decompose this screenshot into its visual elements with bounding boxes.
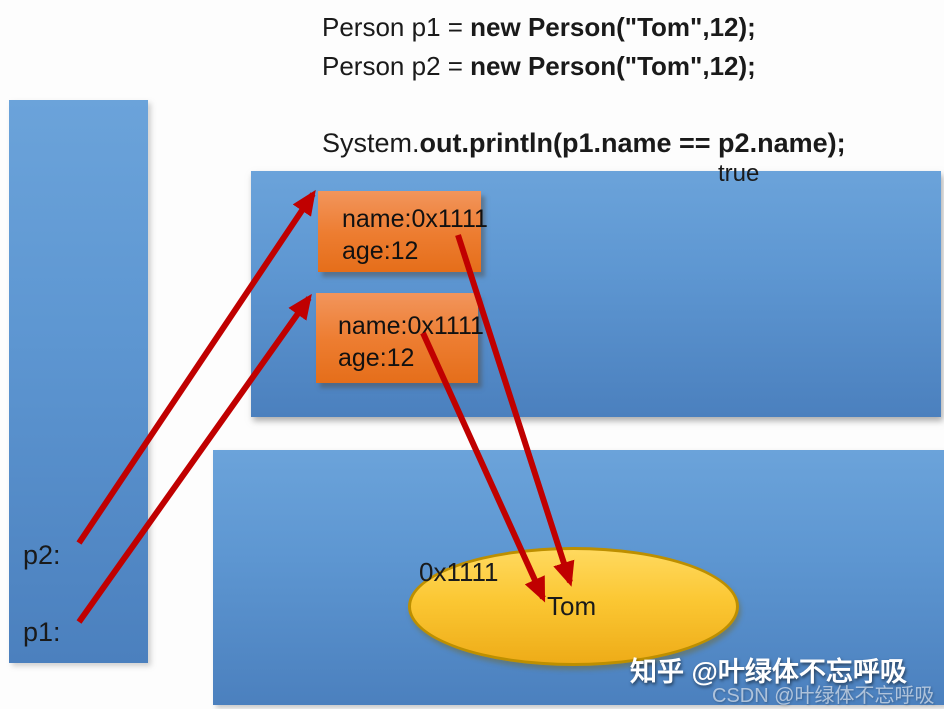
stack-label-p2: p2: [23,540,61,570]
code-line-3: System.out.println(p1.name == p2.name); [322,124,846,163]
person-object-2-name-field: name:0x1111 [338,312,484,340]
person-object-1: name:0x1111 age:12 [318,191,488,272]
person-object-2: name:0x1111 age:12 [316,293,484,383]
code-line-2: Person p2 = new Person("Tom",12); [322,47,756,86]
watermark-csdn: CSDN @叶绿体不忘呼吸 [712,685,935,707]
stack-rect [9,100,148,663]
println-result: true [718,160,760,187]
code-line-3-normal: System. [322,128,420,158]
watermark-zhihu: 知乎 @叶绿体不忘呼吸 [630,657,907,687]
code-line-2-normal: Person p2 = [322,51,471,81]
code-line-1-normal: Person p1 = [322,12,471,42]
code-line-1-bold: new Person("Tom",12); [470,12,756,42]
string-value-label: Tom [547,591,597,621]
person-object-1-age-field: age:12 [342,237,419,265]
code-line-1: Person p1 = new Person("Tom",12); [322,8,756,47]
code-line-2-bold: new Person("Tom",12); [470,51,756,81]
person-object-2-age-field: age:12 [338,344,415,372]
code-line-3-bold: out.println(p1.name == p2.name); [419,128,846,158]
stack-label-p1: p1: [23,617,61,647]
string-address-label: 0x1111 [419,557,499,587]
person-object-1-name-field: name:0x1111 [342,205,488,233]
